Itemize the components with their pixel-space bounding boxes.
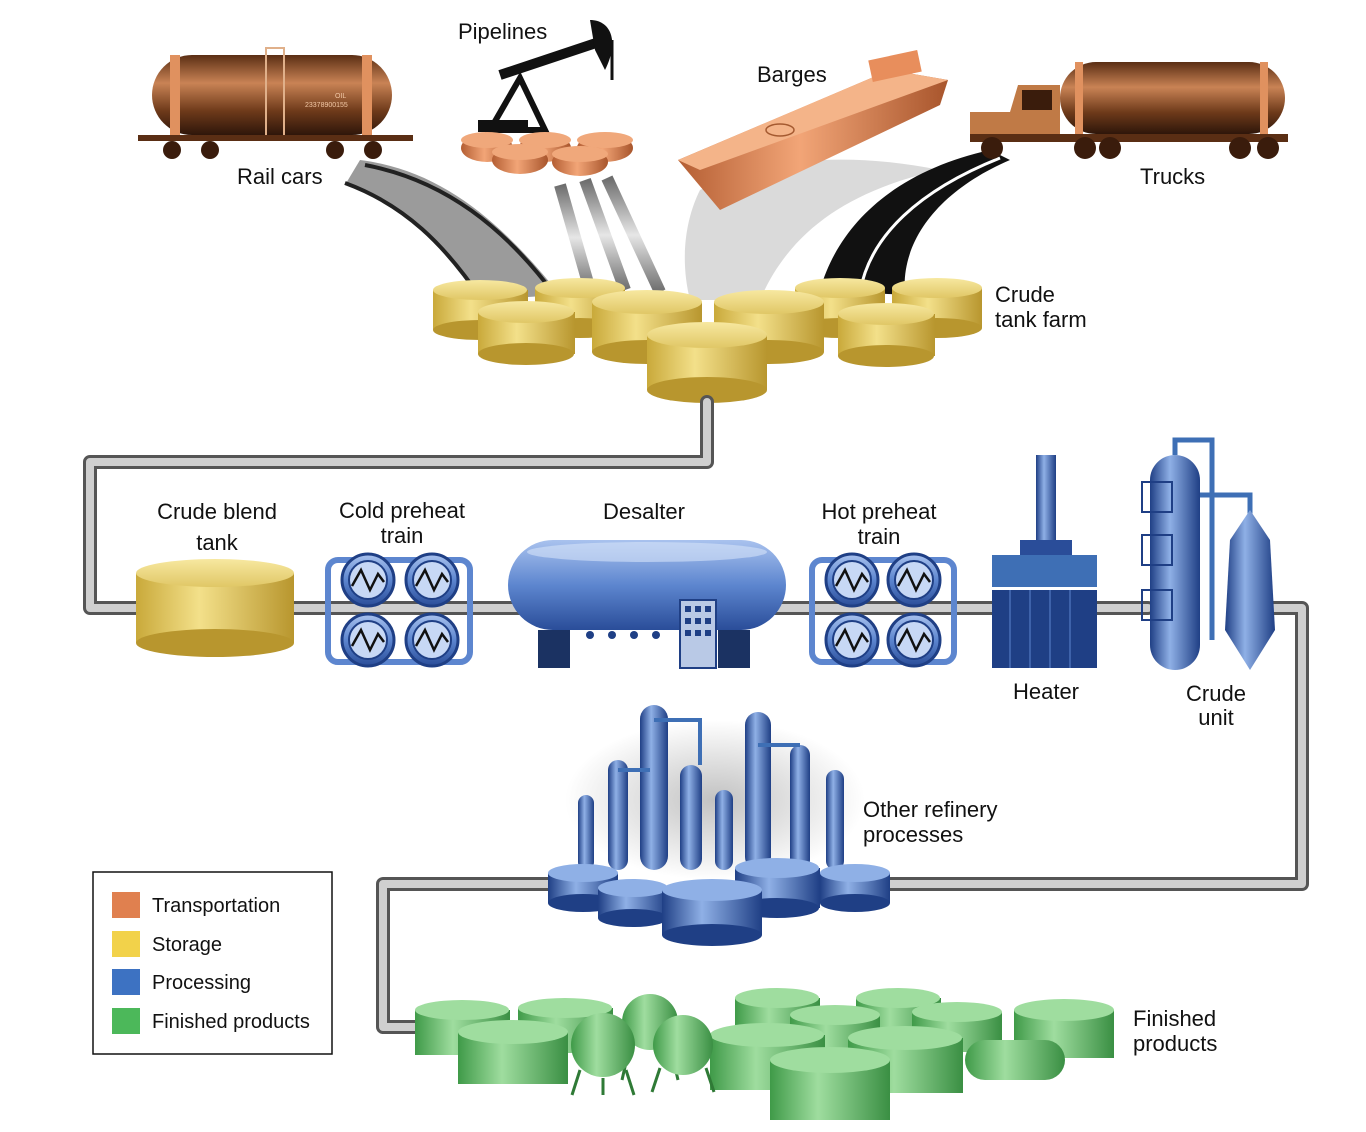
label-crude-unit-line2: unit (1198, 705, 1233, 730)
legend-swatch (112, 969, 140, 995)
storage-tank (838, 303, 935, 367)
crude-unit (1141, 437, 1275, 670)
product-tank (770, 1047, 890, 1120)
pump-jack (478, 20, 614, 133)
heat-exchanger (824, 552, 880, 608)
sphere-tank (570, 1013, 636, 1096)
label-hot-line1: Hot preheat (822, 499, 937, 524)
label-blend-line2: tank (196, 530, 239, 555)
label-pipelines: Pipelines (458, 19, 547, 44)
heat-exchanger (404, 612, 460, 668)
crude-blend-tank (136, 559, 294, 657)
rail-car-marking: OIL (335, 93, 346, 100)
label-hot-line2: train (858, 524, 901, 549)
label-tank-farm-line1: Crude (995, 282, 1055, 307)
sphere-tank (650, 1015, 716, 1093)
legend-label: Finished products (152, 1011, 310, 1033)
legend-swatch (112, 1008, 140, 1034)
legend-label: Processing (152, 972, 251, 994)
process-tank (820, 864, 890, 912)
pipeline-lines (554, 175, 666, 295)
legend-item-transportation: Transportation (112, 892, 280, 918)
heat-exchanger (824, 612, 880, 668)
legend-swatch (112, 931, 140, 957)
storage-tank (647, 322, 767, 403)
label-cold-line2: train (381, 523, 424, 548)
label-blend-line1: Crude blend (157, 499, 277, 524)
heat-exchanger (886, 552, 942, 608)
legend-swatch (112, 892, 140, 918)
label-cold-line1: Cold preheat (339, 498, 465, 523)
heat-exchanger (886, 612, 942, 668)
other-refinery-processes (548, 705, 890, 946)
label-crude-unit-line1: Crude (1186, 681, 1246, 706)
label-finished-line1: Finished (1133, 1006, 1216, 1031)
heat-exchanger (340, 552, 396, 608)
product-tank (458, 1020, 568, 1084)
desalter (508, 540, 786, 669)
label-tank-farm-line2: tank farm (995, 307, 1087, 332)
heat-exchanger (340, 612, 396, 668)
legend-label: Transportation (152, 895, 280, 917)
label-heater: Heater (1013, 679, 1079, 704)
legend-item-finished-products: Finished products (112, 1008, 310, 1034)
labels: Rail cars Pipelines Barges Trucks Crude … (157, 19, 1246, 1056)
label-desalter: Desalter (603, 499, 685, 524)
label-finished-line2: products (1133, 1031, 1217, 1056)
label-rail-cars: Rail cars (237, 164, 323, 189)
rail-car: OIL 23378900155 (138, 47, 413, 159)
rail-car-number: 23378900155 (305, 102, 348, 109)
barge (678, 50, 948, 210)
legend-item-processing: Processing (112, 969, 251, 995)
rail-track (345, 160, 560, 300)
horizontal-tank (965, 1040, 1065, 1080)
truck-road (820, 150, 1010, 295)
label-trucks: Trucks (1140, 164, 1205, 189)
storage-tank (478, 301, 575, 365)
process-tank (598, 879, 668, 927)
cold-preheat-train (325, 552, 473, 668)
label-other-line2: processes (863, 822, 963, 847)
legend: Transportation Storage Processing Finish… (92, 871, 333, 1055)
crude-tank-farm (433, 278, 982, 403)
heater (992, 455, 1097, 668)
pipeline-tanks (461, 132, 633, 176)
transport-routes (344, 150, 1010, 302)
process-tank (662, 879, 762, 946)
truck (970, 62, 1288, 159)
label-barges: Barges (757, 62, 827, 87)
hot-preheat-train (809, 552, 957, 668)
legend-item-storage: Storage (112, 931, 222, 957)
heat-exchanger (404, 552, 460, 608)
label-other-line1: Other refinery (863, 797, 998, 822)
legend-label: Storage (152, 934, 222, 956)
finished-products (415, 988, 1114, 1120)
